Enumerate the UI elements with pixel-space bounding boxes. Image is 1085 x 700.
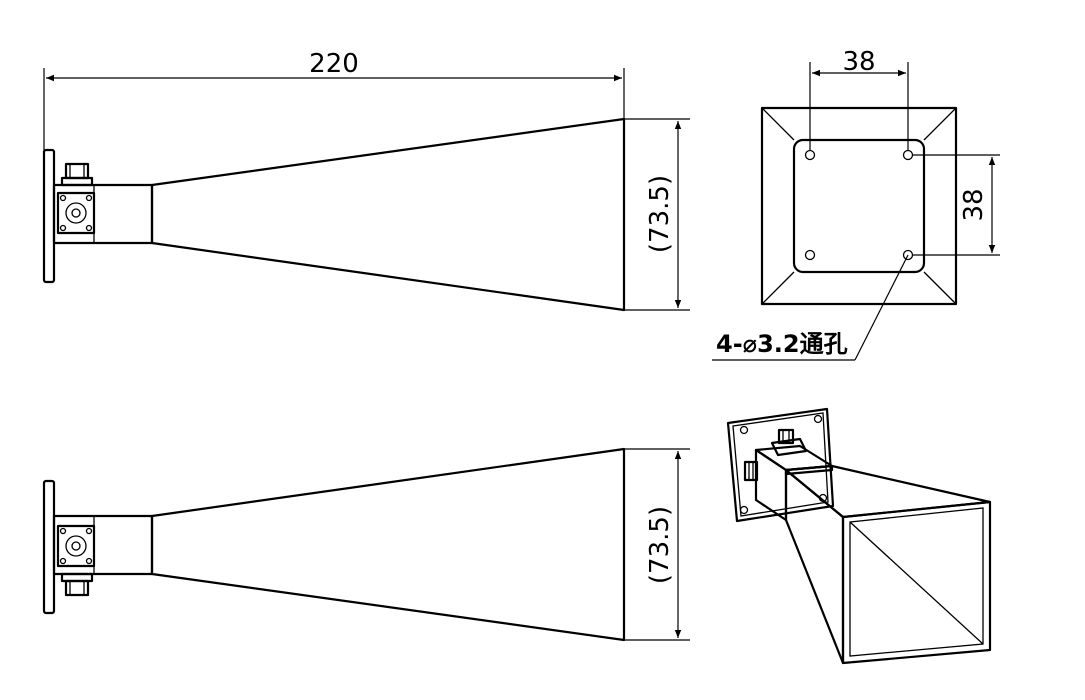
top-connector-stub (60, 162, 94, 187)
coax-connector (56, 191, 96, 235)
flange-plate (42, 148, 56, 284)
side-view-bottom (42, 447, 626, 642)
dim-aperture-height-top: (73.5) (624, 118, 690, 311)
bottom-connector-stub (60, 572, 94, 597)
aperture-inner (792, 138, 926, 274)
mounting-hole (902, 149, 914, 161)
dim-overall-length: 220 (43, 49, 625, 150)
iso-side-connector (743, 460, 759, 482)
mounting-holes (804, 149, 914, 261)
dim-hole-spacing-horizontal-value: 38 (842, 47, 875, 77)
dim-hole-spacing-vertical: 38 (913, 154, 1000, 256)
flange-plate (42, 479, 56, 615)
iso-top-connector (770, 428, 808, 457)
horn-flare (150, 447, 626, 642)
horn-flare (150, 117, 626, 312)
aperture-outer (760, 106, 958, 306)
front-view (760, 106, 958, 306)
dim-overall-length-value: 220 (309, 49, 359, 79)
coax-connector (56, 524, 96, 568)
mounting-hole (902, 249, 914, 261)
hole-callout-text: 4-⌀3.2通孔 (716, 330, 848, 358)
iso-flange-plate (726, 407, 835, 523)
iso-aperture-inner (849, 507, 984, 657)
mounting-hole (804, 149, 816, 161)
dim-hole-spacing-horizontal: 38 (809, 47, 909, 150)
dim-aperture-height-bottom-value: (73.5) (645, 506, 675, 584)
dim-hole-spacing-vertical-value: 38 (959, 188, 989, 221)
side-view-top (42, 117, 626, 312)
dim-aperture-height-bottom: (73.5) (624, 448, 690, 641)
dim-aperture-height-top-value: (73.5) (645, 175, 675, 253)
mounting-hole (804, 249, 816, 261)
isometric-view (726, 407, 992, 665)
iso-aperture-outer (841, 500, 992, 665)
hole-callout: 4-⌀3.2通孔 (712, 254, 909, 361)
iso-horn-side (784, 468, 845, 665)
